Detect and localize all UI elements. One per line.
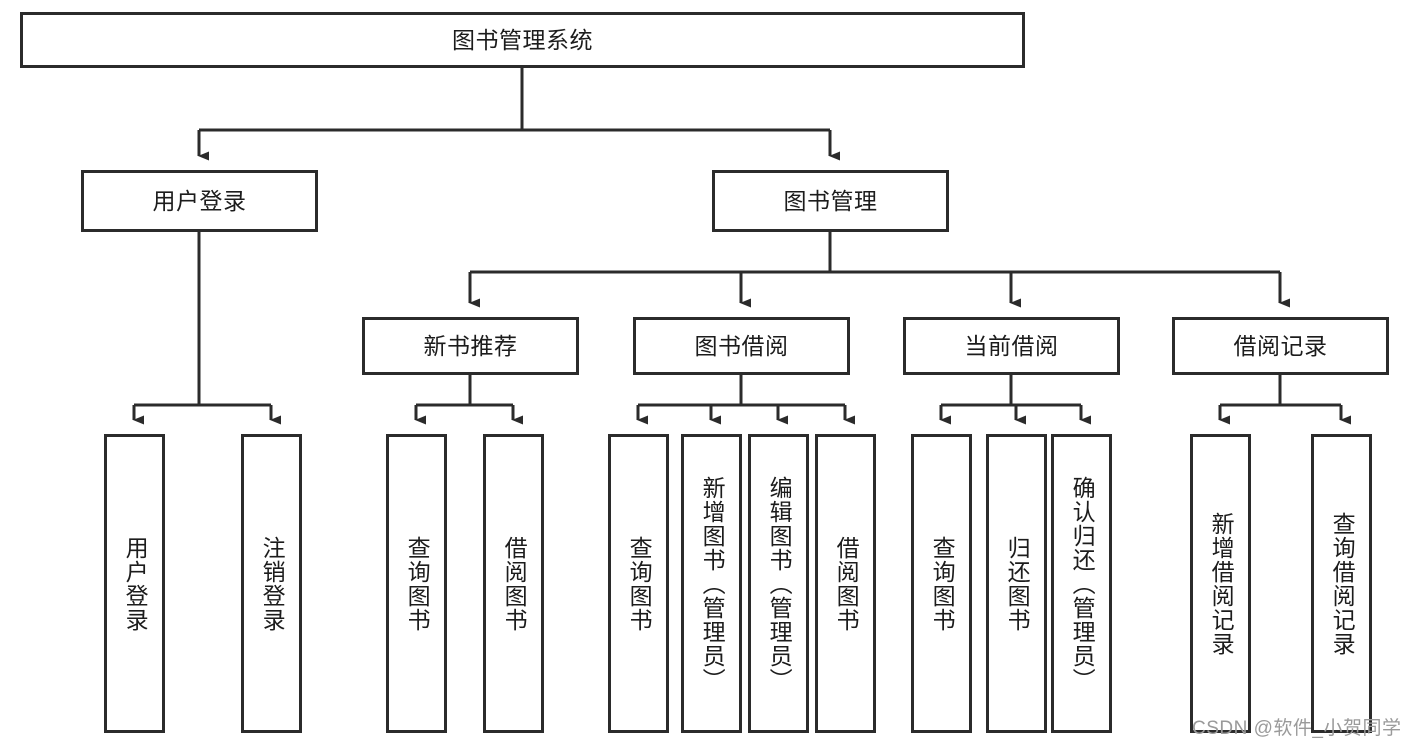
node-user-login-label: 用户登录	[152, 187, 247, 214]
leaf-query-book-2[interactable]: 查询图书	[608, 434, 669, 733]
leaf-query-book-1-label: 查询图书	[404, 535, 431, 632]
leaf-query-book-2-label: 查询图书	[626, 535, 653, 632]
node-borrow-record-label: 借阅记录	[1233, 332, 1328, 359]
leaf-borrow-book-1[interactable]: 借阅图书	[483, 434, 544, 733]
leaf-query-borrow-record[interactable]: 查询借阅记录	[1311, 434, 1372, 733]
leaf-query-book-3[interactable]: 查询图书	[911, 434, 972, 733]
node-current-borrow-label: 当前借阅	[964, 332, 1059, 359]
leaf-add-borrow-record-label: 新增借阅记录	[1208, 511, 1235, 656]
leaf-confirm-return-admin[interactable]: 确认归还（管理员）	[1051, 434, 1112, 733]
leaf-confirm-return-admin-label: 确认归还（管理员）	[1069, 475, 1096, 692]
csdn-watermark: CSDN @软件_小贺同学	[1192, 718, 1402, 739]
node-book-management-label: 图书管理	[783, 187, 878, 214]
leaf-add-book-admin[interactable]: 新增图书（管理员）	[681, 434, 742, 733]
leaf-edit-book-admin[interactable]: 编辑图书（管理员）	[748, 434, 809, 733]
node-user-login[interactable]: 用户登录	[81, 170, 318, 232]
leaf-return-book-label: 归还图书	[1004, 535, 1031, 632]
leaf-query-book-1[interactable]: 查询图书	[386, 434, 447, 733]
node-current-borrow[interactable]: 当前借阅	[903, 317, 1120, 375]
node-root[interactable]: 图书管理系统	[20, 12, 1025, 68]
leaf-add-borrow-record[interactable]: 新增借阅记录	[1190, 434, 1251, 733]
leaf-logout-label: 注销登录	[259, 535, 286, 632]
node-book-borrow[interactable]: 图书借阅	[633, 317, 850, 375]
leaf-borrow-book-1-label: 借阅图书	[501, 535, 528, 632]
node-new-book-recommend[interactable]: 新书推荐	[362, 317, 579, 375]
leaf-logout[interactable]: 注销登录	[241, 434, 302, 733]
node-book-management[interactable]: 图书管理	[712, 170, 949, 232]
leaf-query-borrow-record-label: 查询借阅记录	[1329, 511, 1356, 656]
leaf-add-book-admin-label: 新增图书（管理员）	[699, 475, 726, 692]
leaf-return-book[interactable]: 归还图书	[986, 434, 1047, 733]
leaf-user-login[interactable]: 用户登录	[104, 434, 165, 733]
leaf-user-login-label: 用户登录	[122, 535, 149, 632]
leaf-borrow-book-2[interactable]: 借阅图书	[815, 434, 876, 733]
node-borrow-record[interactable]: 借阅记录	[1172, 317, 1389, 375]
leaf-borrow-book-2-label: 借阅图书	[833, 535, 860, 632]
node-book-borrow-label: 图书借阅	[694, 332, 789, 359]
node-new-book-recommend-label: 新书推荐	[423, 332, 518, 359]
leaf-edit-book-admin-label: 编辑图书（管理员）	[766, 475, 793, 692]
leaf-query-book-3-label: 查询图书	[929, 535, 956, 632]
node-root-label: 图书管理系统	[452, 26, 593, 53]
